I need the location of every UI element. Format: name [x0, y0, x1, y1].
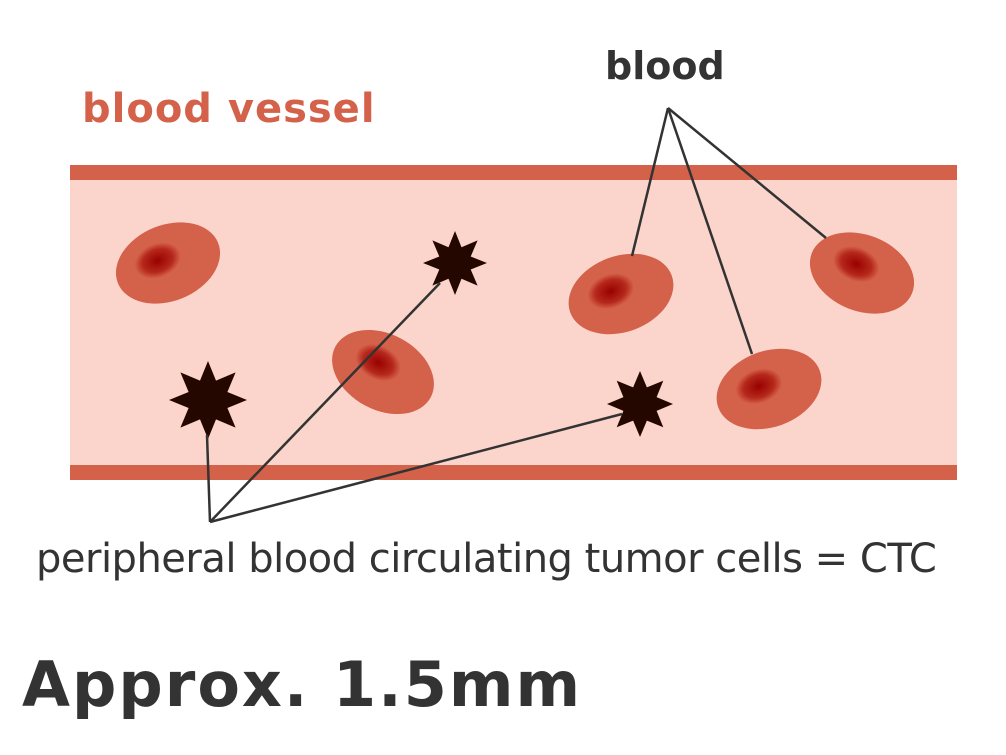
red-blood-cell: [332, 329, 434, 415]
leader-line: [630, 107, 670, 257]
leader-line: [667, 107, 827, 239]
leader-line: [205, 434, 212, 523]
tumor-cell: [423, 231, 487, 295]
red-blood-cell: [716, 348, 822, 430]
scale-label: Approx. 1.5mm: [22, 648, 583, 721]
tumor-cell: [607, 371, 673, 437]
ctc-label: peripheral blood circulating tumor cells…: [36, 536, 937, 582]
blood-label: blood: [605, 44, 725, 88]
blood-vessel-label: blood vessel: [82, 86, 376, 132]
leader-line: [209, 412, 623, 524]
leader-line: [209, 282, 441, 523]
vessel-wall-top: [70, 165, 957, 180]
tumor-cell: [169, 361, 247, 439]
red-blood-cell: [115, 222, 221, 304]
red-blood-cell: [809, 232, 915, 314]
red-blood-cell: [568, 253, 674, 335]
leader-line: [666, 107, 754, 355]
vessel-wall-bottom: [70, 465, 957, 480]
